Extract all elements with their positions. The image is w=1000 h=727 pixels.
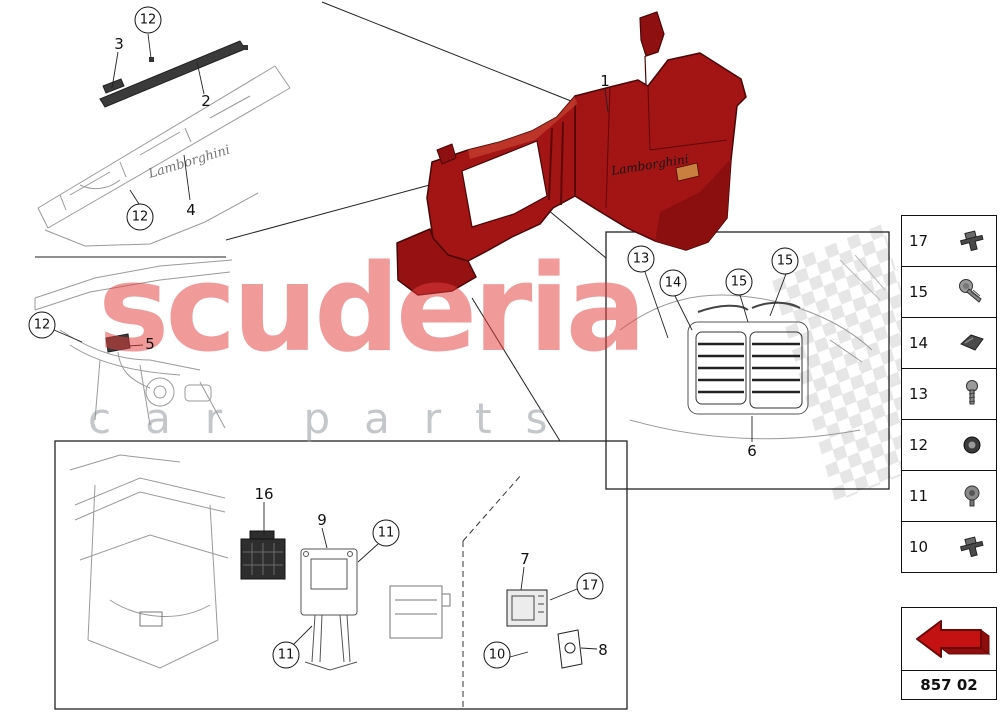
callout-6[interactable]: 6 — [747, 442, 757, 460]
callout-2[interactable]: 2 — [201, 92, 211, 110]
legend-number: 17 — [909, 232, 929, 250]
callout-circle-12c[interactable]: 12 — [28, 311, 56, 339]
bolt-icon — [964, 485, 980, 507]
legend-row-14[interactable]: 14 — [901, 317, 997, 369]
nav-arrow-box[interactable] — [901, 607, 997, 671]
callout-circle-11b[interactable]: 11 — [272, 641, 300, 669]
legend-number: 10 — [909, 538, 929, 556]
callout-leader-lines — [53, 33, 787, 658]
part-group-code: 857 02 — [901, 670, 997, 700]
legend-row-12[interactable]: 12 — [901, 419, 997, 471]
callout-5[interactable]: 5 — [145, 335, 155, 353]
legend-number: 11 — [909, 487, 929, 505]
sketch-bottom-modules — [69, 454, 583, 708]
watermark-subtitle: car parts — [88, 394, 582, 443]
push-clip-icon — [959, 536, 984, 558]
legend-row-13[interactable]: 13 — [901, 368, 997, 420]
callout-circle-13[interactable]: 13 — [627, 245, 655, 273]
callout-circle-12b[interactable]: 12 — [126, 203, 154, 231]
legend-number: 12 — [909, 436, 929, 454]
callout-8[interactable]: 8 — [598, 641, 608, 659]
legend-row-15[interactable]: 15 — [901, 266, 997, 318]
metal-clip-icon — [960, 334, 984, 351]
callout-9[interactable]: 9 — [317, 511, 327, 529]
fastener-legend: 17 15 14 13 — [901, 215, 997, 573]
callout-3[interactable]: 3 — [114, 35, 124, 53]
sketch-harness — [34, 259, 233, 429]
callout-circle-17[interactable]: 17 — [576, 572, 604, 600]
callout-circle-10[interactable]: 10 — [483, 641, 511, 669]
callout-4[interactable]: 4 — [186, 201, 196, 219]
sketch-upper-dash-frame: Lamborghini — [37, 40, 291, 247]
legend-number: 14 — [909, 334, 929, 352]
callout-circle-14[interactable]: 14 — [659, 269, 687, 297]
callout-7[interactable]: 7 — [520, 550, 530, 568]
callout-1[interactable]: 1 — [600, 72, 610, 90]
brand-script-sketch: Lamborghini — [146, 143, 232, 182]
screw-icon — [966, 380, 978, 405]
legend-row-10[interactable]: 10 — [901, 521, 997, 573]
watermark-title: scuderia — [98, 240, 647, 379]
back-arrow-icon — [916, 620, 991, 658]
callout-16[interactable]: 16 — [254, 485, 274, 503]
legend-number: 15 — [909, 283, 929, 301]
part-1-instrument-panel-trim[interactable]: Lamborghini — [396, 11, 747, 296]
legend-row-11[interactable]: 11 — [901, 470, 997, 522]
legend-row-17[interactable]: 17 — [901, 215, 997, 267]
callout-circle-11a[interactable]: 11 — [372, 519, 400, 547]
part-group-code-label: 857 02 — [920, 676, 978, 694]
region-boundaries — [35, 1, 890, 710]
callout-circle-15a[interactable]: 15 — [725, 268, 753, 296]
grommet-icon — [963, 436, 981, 454]
callout-circle-15b[interactable]: 15 — [771, 247, 799, 275]
callout-circle-12a[interactable]: 12 — [134, 6, 162, 34]
legend-number: 13 — [909, 385, 929, 403]
screw-washer-icon — [959, 279, 982, 303]
push-clip-icon — [959, 230, 984, 252]
